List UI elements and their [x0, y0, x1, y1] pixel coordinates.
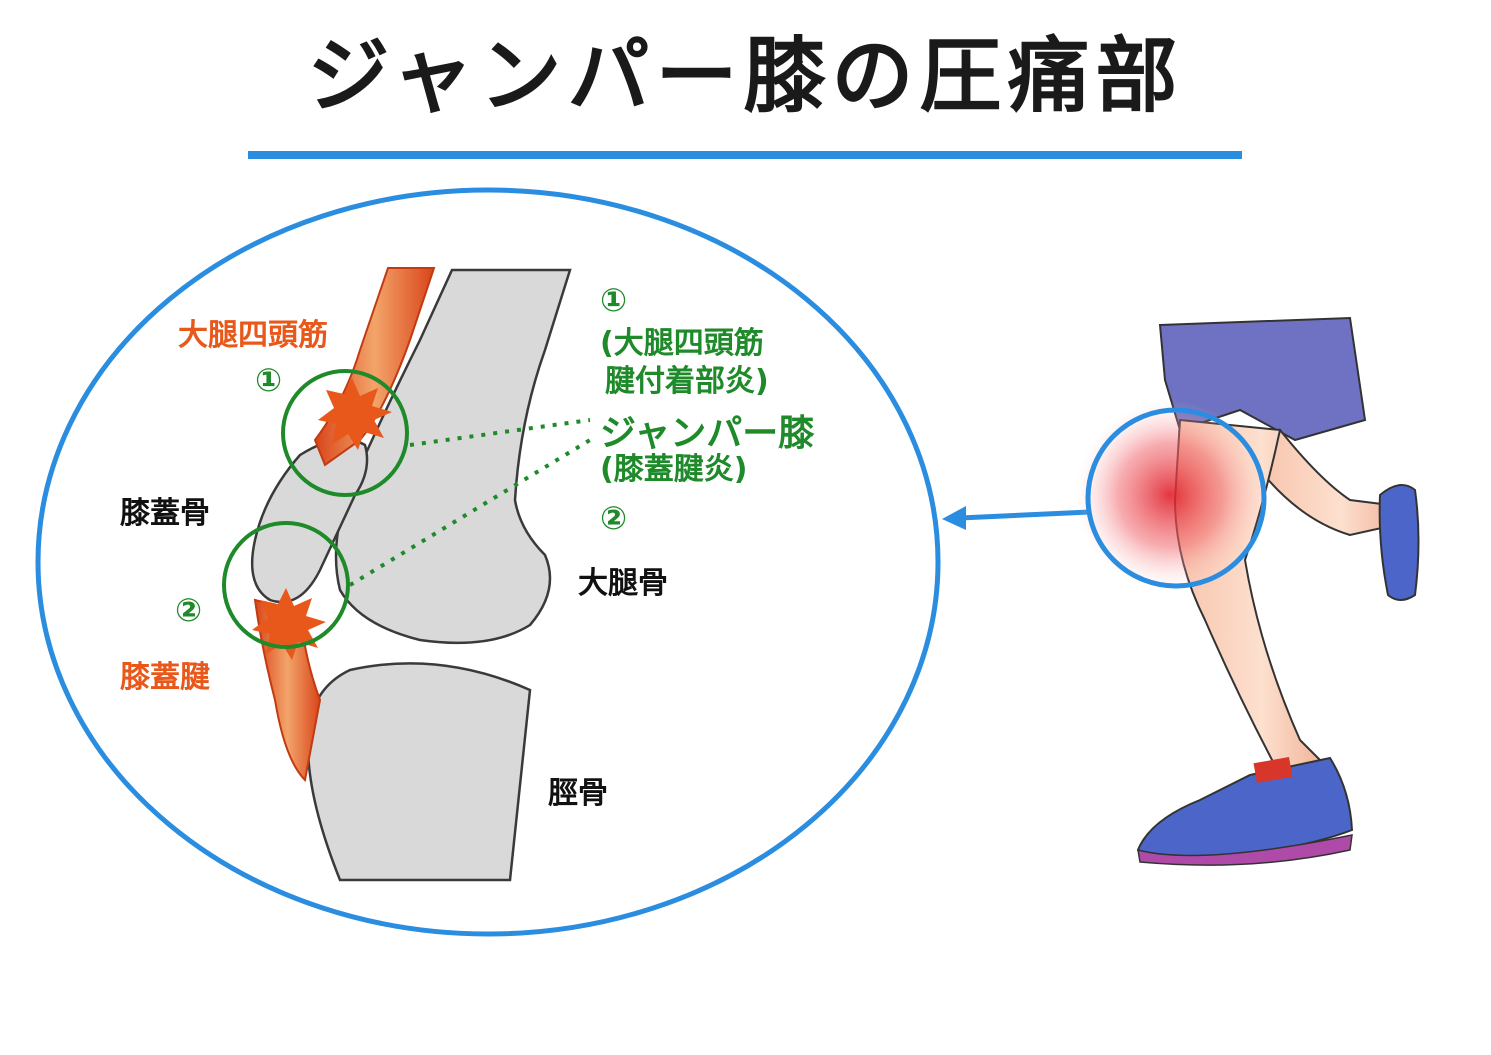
marker-circle-2 [222, 521, 350, 649]
legend-item2-description: (膝蓋腱炎) [600, 452, 748, 487]
label-patella: 膝蓋骨 [120, 496, 210, 531]
legend-item1-line2: 腱付着部炎) [605, 364, 769, 399]
knee-pain-glow [1075, 400, 1265, 590]
runner-back-shoe [1378, 484, 1420, 601]
label-quadriceps: 大腿四頭筋 [178, 318, 328, 353]
legend-item1-number: ① [600, 281, 628, 319]
runner-illustration [1075, 316, 1420, 866]
knee-zoom-circle [1085, 407, 1267, 589]
page-title: ジャンパー膝の圧痛部 [307, 29, 1184, 124]
marker-circle-1 [281, 369, 409, 497]
legend-item1-line1: (大腿四頭筋 [600, 326, 764, 361]
pain-burst-1 [318, 378, 392, 450]
label-tibia: 脛骨 [548, 776, 608, 811]
label-marker-1: ① [255, 361, 283, 399]
runner-sock [1253, 757, 1293, 783]
runner-shoe-sole [1137, 834, 1353, 866]
legend-jumper-knee: ジャンパー膝 [600, 413, 815, 454]
label-marker-2: ② [175, 591, 203, 629]
label-patellar-tendon: 膝蓋腱 [120, 660, 210, 695]
patella-bone [250, 438, 369, 604]
runner-back-leg [1258, 428, 1397, 537]
title-underline [248, 151, 1242, 159]
zoom-arrow-head [942, 506, 966, 530]
legend-item2-number: ② [600, 499, 628, 537]
tibia-bone [306, 662, 532, 882]
zoom-arrow-line [959, 509, 1091, 521]
label-femur: 大腿骨 [578, 566, 668, 601]
